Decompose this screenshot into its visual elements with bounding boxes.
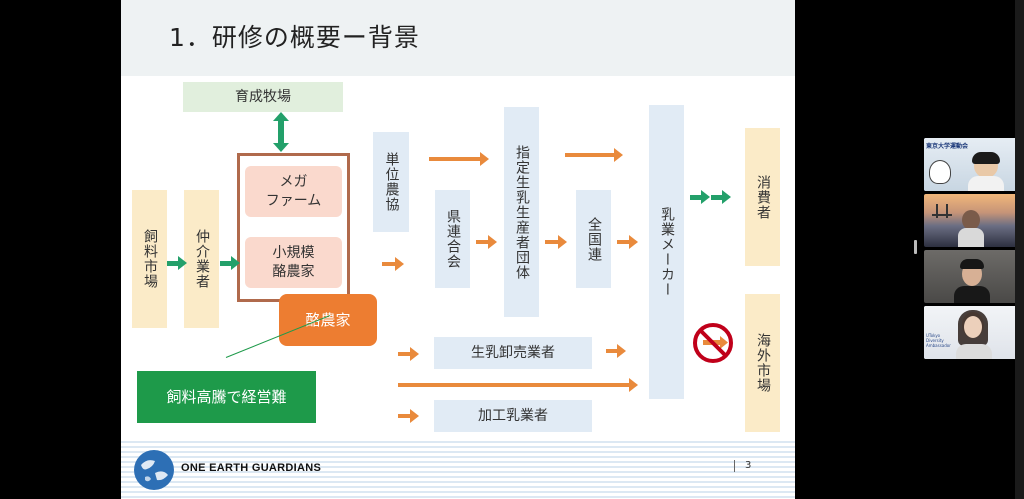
orange-arrow-icon [398, 347, 419, 361]
mascot-icon [929, 160, 951, 184]
orange-arrow-icon [565, 148, 623, 162]
arrow-down-icon [273, 143, 289, 152]
green-arrow-icon [167, 256, 187, 270]
overseas-market-box: 海外市場 [745, 294, 780, 432]
footer-divider [734, 460, 735, 472]
green-arrow-icon [220, 256, 240, 270]
unit-coop-box: 単位農協 [373, 132, 409, 232]
org-name: ONE EARTH GUARDIANS [181, 462, 322, 474]
page-number: 3 [745, 460, 752, 471]
presentation-slide: 1．研修の概要ー背景 育成牧場 メガ ファーム 小規模 酪農家 酪農家 飼料高騰… [121, 0, 795, 499]
prefecture-fed-box: 県連合会 [435, 190, 470, 288]
orange-arrow-icon [606, 344, 626, 358]
raw-milk-wholesaler-box: 生乳卸売業者 [434, 337, 592, 369]
slide-title: 1．研修の概要ー背景 [169, 23, 420, 52]
green-arrow-icon [711, 190, 731, 204]
participant-label: UTokyo Diversity Ambassador [926, 333, 951, 348]
earth-logo-icon [133, 449, 175, 491]
orange-arrow-icon [545, 235, 567, 249]
mega-farm-box: メガ ファーム [245, 166, 342, 217]
orange-arrow-icon [617, 235, 638, 249]
feed-cost-note: 飼料高騰で経営難 [137, 371, 316, 423]
title-band [121, 0, 795, 76]
panel-resize-handle[interactable] [914, 240, 917, 254]
broker-box: 仲介業者 [184, 190, 219, 328]
ikusei-bokujo-box: 育成牧場 [183, 82, 343, 112]
participant-tile[interactable]: UTokyo Diversity Ambassador [924, 306, 1017, 359]
double-arrow-icon [278, 118, 284, 146]
orange-arrow-icon [476, 235, 497, 249]
participant-label: 東京大学運動会 [926, 143, 969, 150]
orange-arrow-icon [429, 152, 489, 166]
rakunouka-box: 酪農家 [279, 294, 377, 346]
national-fed-box: 全国連 [576, 190, 611, 288]
participant-tile[interactable] [924, 250, 1017, 303]
processed-dairy-box: 加工乳業者 [434, 400, 592, 432]
arrow-up-icon [273, 112, 289, 121]
green-arrow-icon [690, 190, 710, 204]
prohibited-icon [692, 322, 734, 364]
window-edge [1015, 0, 1024, 499]
dairy-maker-box: 乳業メーカー [649, 105, 684, 399]
small-dairy-box: 小規模 酪農家 [245, 237, 342, 288]
designated-group-box: 指定生乳生産者団体 [504, 107, 539, 317]
feed-market-box: 飼料市場 [132, 190, 167, 328]
participant-tile[interactable]: 東京大学運動会 [924, 138, 1017, 191]
orange-arrow-icon [398, 378, 638, 392]
orange-arrow-icon [398, 409, 419, 423]
orange-arrow-icon [382, 257, 404, 271]
footer-stripes [121, 438, 795, 499]
participant-tile[interactable] [924, 194, 1017, 247]
consumer-box: 消費者 [745, 128, 780, 266]
